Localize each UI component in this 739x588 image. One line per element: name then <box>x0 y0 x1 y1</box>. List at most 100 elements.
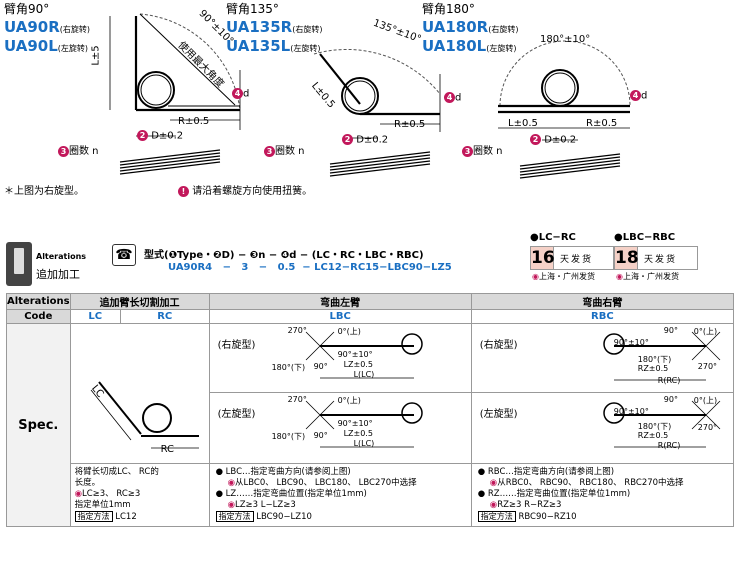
rbc-r-rrc: R(RC) <box>657 376 681 385</box>
lbc-r-270: 270° <box>287 326 307 335</box>
th-bend-right: 弯曲右臂 <box>470 293 735 310</box>
lc-desc-line: 长度。 <box>74 478 101 488</box>
fig3-L: L±0.5 <box>508 118 538 129</box>
fig3-d-text: d <box>641 90 648 102</box>
phone-icon: ☎ <box>112 244 136 266</box>
fig2-right-suffix: (右旋转) <box>292 25 323 34</box>
rbc-desc-line: ● RZ……指定弯曲位置(指定单位1mm) <box>477 489 631 499</box>
lc-method-value: LC12 <box>115 512 137 522</box>
fig3-D-text: D±0.2 <box>544 134 577 146</box>
fig3-D: 2 D±0.2 <box>530 134 576 146</box>
th-alterations: Alterations <box>6 293 71 310</box>
lbc-l-180: 180°(下) <box>271 432 306 441</box>
lbc-desc-line: ● LZ……指定弯曲位置(指定单位1mm) <box>215 489 367 499</box>
fig2-left-code-text: UA135L <box>226 37 291 55</box>
fig3-left-suffix: (左旋转) <box>486 44 517 53</box>
rbc-l-90tol: 90°±10° <box>613 407 649 416</box>
lbc-r-180: 180°(下) <box>271 363 306 372</box>
rbc-method-value: RBC90−RZ10 <box>518 512 577 522</box>
note-right-hand: ＊上图为右旋型。 <box>4 186 84 197</box>
alterations-icon <box>6 242 32 286</box>
rbc-left-type: (左旋型) 90° 0°(上) 90°±10° 180°(下) RZ±0.5 2… <box>472 393 733 459</box>
fig3-drawing <box>498 40 631 179</box>
lbc-l-90: 90° <box>313 431 328 440</box>
rbc-r-90: 90° <box>663 326 678 335</box>
fig1-L: L±5 <box>90 45 102 66</box>
fig3-right-code-text: UA180R <box>422 18 489 36</box>
lc-desc-line-text: LC≥3、 RC≥3 <box>81 489 141 499</box>
fig3-R: R±0.5 <box>586 118 618 129</box>
fig3-coil-text: 圈数 n <box>473 146 503 157</box>
fig2-left-code: UA135L(左旋转) <box>226 36 320 55</box>
rbc-drawing-cell: (右旋型) 90° 0°(上) 90°±10° 180°(下) RZ±0.5 2… <box>470 323 735 464</box>
rbc-r-0: 0°(上) <box>693 327 718 336</box>
lc-drawing <box>90 381 199 449</box>
rbc-r-270: 270° <box>697 362 718 371</box>
fig1-coil-text: 圈数 n <box>69 146 99 157</box>
delivery-lbc-label: 天发货 <box>644 254 678 265</box>
fig1-right-suffix: (右旋转) <box>59 25 91 34</box>
warning-icon: ! <box>178 185 189 197</box>
delivery-lc-area-text: 上海・广州发货 <box>538 272 595 281</box>
fig1-D-num: 2 <box>137 130 148 141</box>
table-header-row: Alterations 追加臂长切割加工 弯曲左臂 弯曲右臂 <box>6 293 735 310</box>
fig3-right-code: UA180R(右旋转) <box>422 17 518 36</box>
rbc-desc-line-text: 从RBC0、 RBC90、 RBC180、 RBC270中选择 <box>497 478 684 488</box>
fig2-drawing <box>313 48 441 177</box>
lbc-desc-line-text: 从LBC0、 LBC90、 LBC180、 LBC270中选择 <box>234 478 417 488</box>
delivery-lc-title: ●LC−RC <box>530 232 576 243</box>
rbc-right-drawing <box>603 331 721 381</box>
fig1-angle-label: 臂角90° <box>4 2 50 16</box>
fig2-right-code: UA135R(右旋转) <box>226 17 322 36</box>
lbc-l-llc: L(LC) <box>353 439 375 448</box>
lbc-left-type: (左旋型) 270° 0°(上) 180°(下) 90° 90°±10° LZ±… <box>210 393 471 459</box>
lbc-left-type-label: (左旋型) <box>217 409 256 420</box>
code-rbc: RBC <box>470 309 735 324</box>
rbc-l-90: 90° <box>663 395 678 404</box>
fig2-d-text: d <box>455 92 462 104</box>
lbc-desc-line: ◉LZ≥3 L−LZ≥3 <box>227 500 296 510</box>
fig3-left-code: UA180L(左旋转) <box>422 36 516 55</box>
rbc-l-0: 0°(上) <box>693 396 718 405</box>
spec-label: Spec. <box>6 323 71 527</box>
fig2-R: R±0.5 <box>394 119 426 130</box>
rbc-left-type-label: (左旋型) <box>479 409 518 420</box>
fig1-R: R±0.5 <box>178 116 210 127</box>
fig2-coil-text: 圈数 n <box>275 146 305 157</box>
note-twist-text: 请沿着螺旋方向使用扭簧。 <box>192 186 313 197</box>
fig2-right-code-text: UA135R <box>226 18 293 36</box>
fig1-right-code: UA90R(右旋转) <box>4 17 90 36</box>
lbc-r-90tol: 90°±10° <box>337 350 373 359</box>
lbc-method-label: 指定方法 <box>215 511 254 522</box>
rbc-desc: ● RBC…指定弯曲方向(请参阅上图) ◉从RBC0、 RBC90、 RBC18… <box>470 463 735 527</box>
lbc-r-0: 0°(上) <box>337 327 361 336</box>
lbc-desc-line: ◉从LBC0、 LBC90、 LBC180、 LBC270中选择 <box>227 478 417 488</box>
delivery-lc-days: 16 <box>531 247 555 269</box>
delivery-lc-label: 天发货 <box>560 254 594 265</box>
rbc-l-270: 270° <box>697 423 718 432</box>
lbc-l-270: 270° <box>287 395 307 404</box>
fig2-angle-label: 臂角135° <box>226 2 279 16</box>
rbc-r-90tol: 90°±10° <box>613 338 649 347</box>
fig1-D: 2 D±0.2 <box>137 130 183 142</box>
fig3-angle-tol: 180°±10° <box>540 34 591 45</box>
lbc-desc-line: ● LBC…指定弯曲方向(请参阅上图) <box>215 467 351 477</box>
lbc-r-lz: LZ±0.5 <box>343 360 373 369</box>
alterations-table: Alterations 追加臂长切割加工 弯曲左臂 弯曲右臂 Code LC R… <box>6 293 735 527</box>
table-code-row: Code LC RC LBC RBC <box>6 309 735 324</box>
fig1-left-code: UA90L(左旋转) <box>4 36 88 55</box>
fig3-coil-num: 3 <box>462 145 473 157</box>
table-spec-row: Spec. LC RC (右旋型) <box>6 323 735 527</box>
lc-drawing-cell: LC RC <box>69 323 210 464</box>
lbc-right-type-label: (右旋型) <box>217 340 256 351</box>
fig2-D-num: 2 <box>342 134 353 145</box>
rbc-r-180: 180°(下) <box>637 355 672 364</box>
fig2-D-text: D±0.2 <box>356 134 389 146</box>
fig3-left-code-text: UA180L <box>422 37 487 55</box>
delivery-lbc-box: 18 天发货 <box>614 246 698 270</box>
lc-desc-line: ◉LC≥3、 RC≥3 <box>74 489 141 499</box>
code-lbc: LBC <box>208 309 472 324</box>
